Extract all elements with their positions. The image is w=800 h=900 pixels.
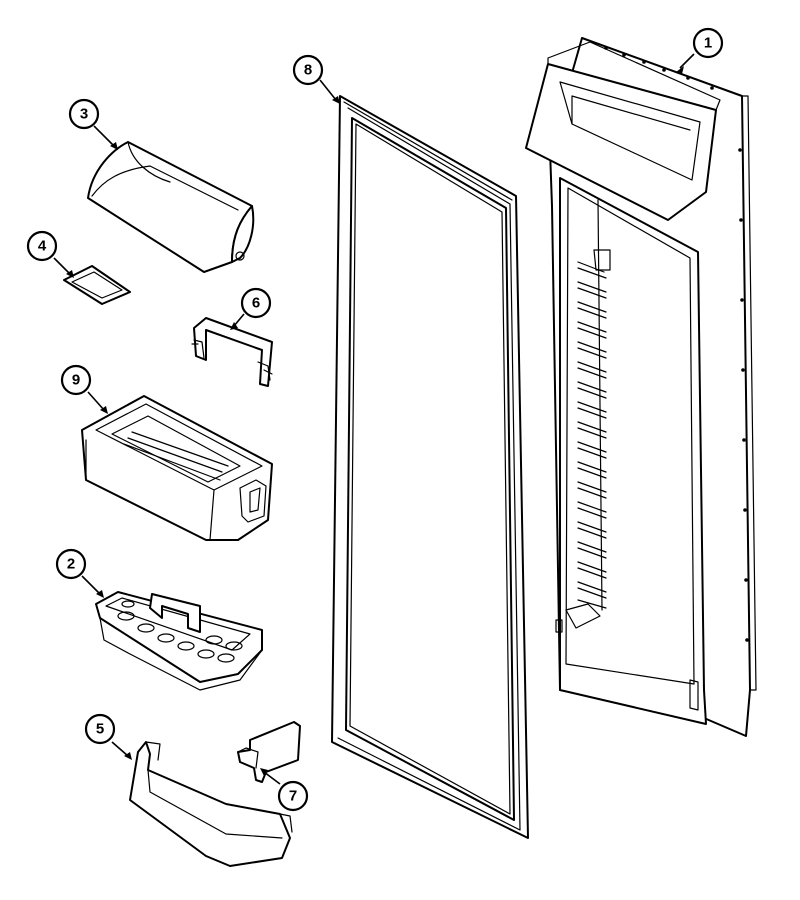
callout-label: 5 [96, 721, 104, 738]
callout-part-4: 4 [26, 230, 58, 262]
retainer-bracket-part [191, 317, 273, 387]
callout-part-8: 8 [292, 54, 324, 86]
divider-part [237, 721, 301, 783]
bin-front-part [129, 741, 293, 867]
callout-label: 6 [252, 295, 260, 312]
egg-tray-part [95, 591, 263, 691]
door-gasket-part [331, 95, 529, 839]
door-liner-part [525, 37, 757, 737]
dairy-cover-part [87, 141, 255, 273]
callout-label: 4 [38, 238, 47, 255]
callout-part-1: 1 [692, 27, 724, 59]
callout-label: 8 [304, 62, 312, 79]
callout-part-7: 7 [277, 780, 309, 812]
leader-lines [53, 53, 695, 785]
callout-part-6: 6 [240, 287, 272, 319]
callout-part-9: 9 [60, 364, 92, 396]
callout-part-5: 5 [84, 713, 116, 745]
small-cover-part [63, 265, 131, 305]
callout-label: 2 [67, 556, 75, 573]
callout-label: 1 [704, 35, 712, 52]
door-bin-part [81, 395, 273, 541]
callout-label: 9 [72, 372, 80, 389]
callout-part-3: 3 [68, 98, 100, 130]
callout-label: 3 [80, 106, 88, 123]
callout-label: 7 [289, 788, 297, 805]
callout-part-2: 2 [55, 548, 87, 580]
